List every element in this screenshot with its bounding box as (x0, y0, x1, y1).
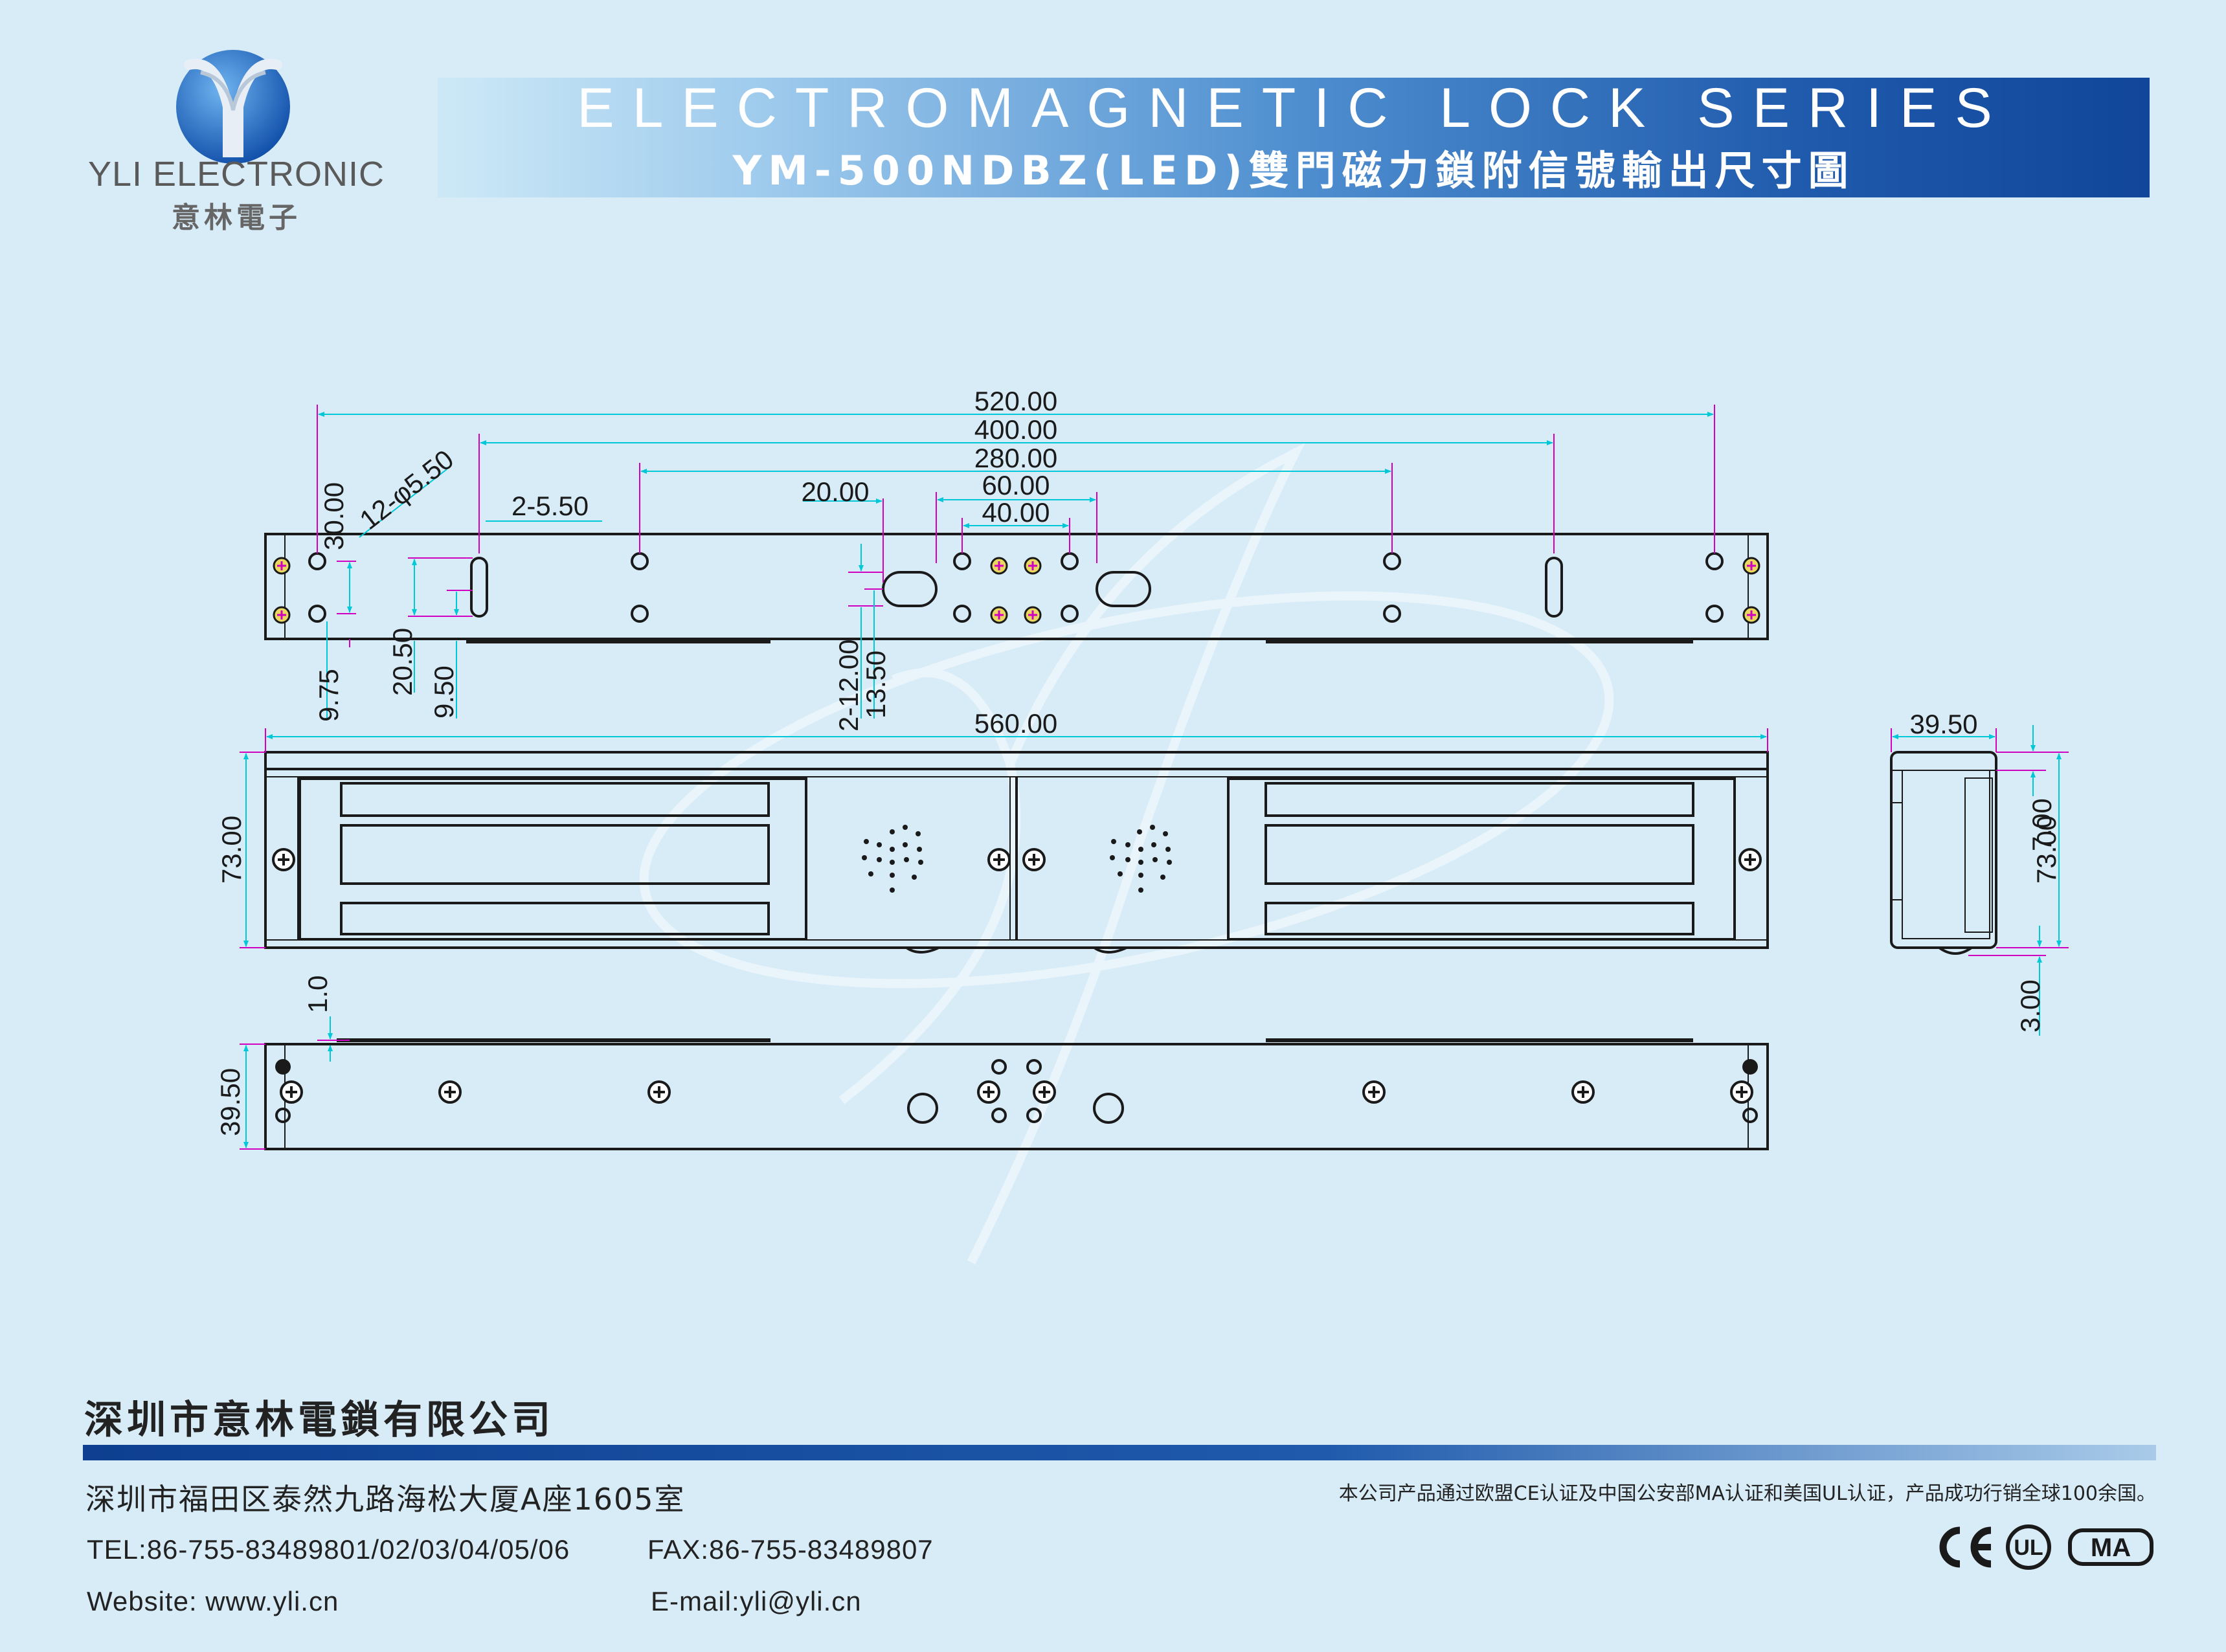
dim-slots: 2-5.50 (512, 491, 589, 521)
buzzer-holes (862, 825, 1172, 893)
telephone: TEL:86-755-83489801/02/03/04/05/06 (87, 1534, 570, 1565)
dim-9-75: 9.75 (313, 669, 344, 722)
dim-560: 560.00 (974, 708, 1057, 739)
ul-mark-icon: UL (2006, 1524, 2051, 1570)
dim-30: 30.00 (319, 482, 349, 550)
title-banner (438, 78, 2150, 197)
side-dim-7: 7.00 (2027, 798, 2057, 851)
side-dimensions (1891, 725, 2069, 1036)
dim-20-50: 20.50 (387, 628, 418, 696)
svg-text:UL: UL (2014, 1535, 2043, 1560)
series-title: ELECTROMAGNETIC LOCK SERIES (577, 77, 2010, 139)
ce-mark-icon (1939, 1526, 1992, 1568)
dim-20: 20.00 (801, 476, 869, 507)
dim-13-50: 13.50 (860, 651, 891, 719)
dim-1-0: 1.0 (302, 976, 333, 1013)
dim-2-12: 2-12.00 (833, 640, 864, 731)
dim-73: 73.00 (216, 816, 247, 884)
certification-note: 本公司产品通过欧盟CE认证及中国公安部MA认证和美国UL认证，产品成功行销全球1… (1338, 1482, 2156, 1505)
dim-60: 60.00 (982, 470, 1050, 500)
company-address: 深圳市福田区泰然九路海松大厦A座1605室 (85, 1482, 686, 1517)
website-link[interactable]: Website: www.yli.cn (87, 1586, 339, 1616)
brand-name-cn: 意林電子 (172, 201, 301, 234)
dim-39-50: 39.50 (215, 1068, 245, 1136)
brand-name-en: YLI ELECTRONIC (87, 155, 385, 194)
ma-mark-icon: MA (2068, 1528, 2153, 1566)
side-dim-3: 3.00 (2015, 979, 2045, 1032)
side-dim-73: 73.00 (2031, 816, 2062, 884)
top-dimensions (317, 405, 1715, 719)
bottom-dimensions (240, 1016, 350, 1150)
front-dimensions (240, 728, 1768, 948)
yli-logo (176, 50, 290, 164)
bottom-view (264, 1038, 1769, 1150)
side-dim-39-50: 39.50 (1909, 709, 1977, 739)
fax: FAX:86-755-83489807 (647, 1534, 934, 1565)
dim-9-50: 9.50 (429, 665, 459, 719)
side-view (1890, 751, 1997, 955)
dim-400: 400.00 (974, 414, 1057, 445)
front-view (264, 751, 1769, 954)
company-name: 深圳市意林電鎖有限公司 (84, 1398, 554, 1443)
email-link[interactable]: E-mail:yli@yli.cn (651, 1586, 862, 1616)
svg-text:MA: MA (2091, 1534, 2131, 1562)
dim-40: 40.00 (982, 497, 1050, 528)
dim-280: 280.00 (974, 443, 1057, 473)
dim-520: 520.00 (974, 386, 1057, 416)
dim-holes: 12-φ5.50 (354, 444, 460, 536)
model-subtitle: YM-500NDBZ(LED)雙門磁力鎖附信號輸出尺寸圖 (732, 147, 1855, 194)
footer-rule (83, 1445, 2156, 1460)
certification-logos: UL MA (1939, 1524, 2153, 1570)
